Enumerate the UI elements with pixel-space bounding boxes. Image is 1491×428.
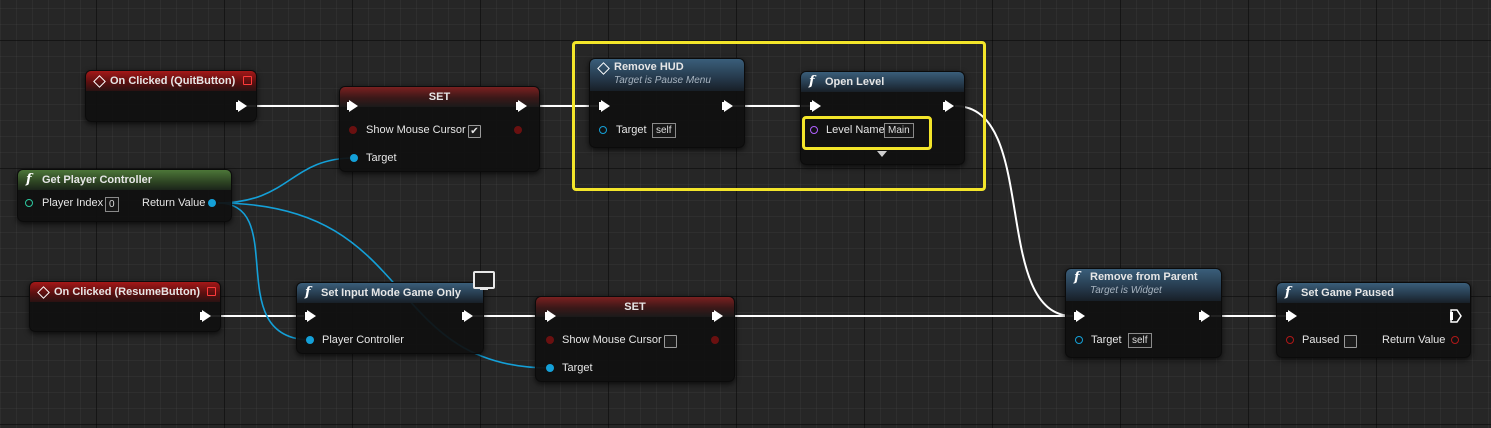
exec-output-pin[interactable] xyxy=(236,100,247,112)
exec-input-pin[interactable] xyxy=(810,100,821,112)
show-mouse-cursor-input-pin[interactable] xyxy=(349,126,357,134)
target-input-pin[interactable] xyxy=(599,126,607,134)
player-index-label: Player Index xyxy=(42,197,104,209)
exec-input-pin[interactable] xyxy=(599,100,610,112)
target-input-pin[interactable] xyxy=(1075,336,1083,344)
return-value-output-pin[interactable] xyxy=(208,199,216,207)
player-index-value[interactable]: 0 xyxy=(105,197,119,212)
player-index-input-pin[interactable] xyxy=(25,199,33,207)
set-show-mouse-cursor-node-1[interactable]: SET xyxy=(339,86,540,172)
event-diamond-icon xyxy=(597,62,610,75)
show-mouse-cursor-output-pin[interactable] xyxy=(711,336,719,344)
node-header: f Set Game Paused xyxy=(1277,283,1470,303)
player-controller-input-pin[interactable] xyxy=(306,336,314,344)
node-title: Get Player Controller xyxy=(42,174,153,186)
exec-output-pin[interactable] xyxy=(462,310,473,322)
show-mouse-cursor-label: Show Mouse Cursor xyxy=(366,124,466,136)
target-input-pin[interactable] xyxy=(546,364,554,372)
node-header: On Clicked (QuitButton) xyxy=(86,71,256,91)
client-only-monitor-icon xyxy=(473,271,495,290)
node-header: On Clicked (ResumeButton) xyxy=(30,282,220,302)
show-mouse-cursor-checkbox[interactable]: ✔ xyxy=(468,125,481,138)
node-title: On Clicked (QuitButton) xyxy=(110,75,236,87)
on-clicked-quit-event-node[interactable]: On Clicked (QuitButton) xyxy=(85,70,257,122)
node-subtitle: Target is Widget xyxy=(1090,285,1162,296)
get-player-controller-node[interactable]: f Get Player Controller xyxy=(17,169,232,222)
target-label: Target xyxy=(1091,334,1122,346)
show-mouse-cursor-checkbox[interactable] xyxy=(664,335,677,348)
node-header: SET xyxy=(340,87,539,107)
node-title: Open Level xyxy=(825,76,885,88)
event-delegate-icon[interactable] xyxy=(207,287,216,296)
return-value-output-pin[interactable] xyxy=(1451,336,1459,344)
node-title: On Clicked (ResumeButton) xyxy=(54,286,201,298)
exec-output-pin[interactable] xyxy=(1199,310,1210,322)
event-diamond-icon xyxy=(37,286,50,299)
paused-input-pin[interactable] xyxy=(1286,336,1294,344)
node-header: SET xyxy=(536,297,734,317)
target-label: Target xyxy=(562,362,593,374)
paused-label: Paused xyxy=(1302,334,1340,346)
exec-output-pin[interactable] xyxy=(200,310,211,322)
exec-input-pin[interactable] xyxy=(305,310,316,322)
exec-output-pin[interactable] xyxy=(722,100,733,112)
show-mouse-cursor-label: Show Mouse Cursor xyxy=(562,334,662,346)
node-title: Remove from Parent xyxy=(1090,271,1198,283)
node-header: f Set Input Mode Game Only xyxy=(297,283,483,303)
player-controller-label: Player Controller xyxy=(322,334,404,346)
node-title: Set Game Paused xyxy=(1301,287,1394,299)
function-icon: f xyxy=(1285,285,1291,300)
target-label: Target xyxy=(366,152,397,164)
node-header: f Remove from Parent Target is Widget xyxy=(1066,269,1221,301)
function-icon: f xyxy=(809,74,815,89)
target-label: Target xyxy=(616,124,647,136)
node-header: f Get Player Controller xyxy=(18,170,231,190)
node-subtitle: Target is Pause Menu xyxy=(614,75,711,86)
level-name-value[interactable]: Main xyxy=(884,123,914,138)
node-header: f Open Level xyxy=(801,72,964,92)
exec-wire-open-level-to-remove-from-parent[interactable] xyxy=(954,105,1074,317)
exec-input-pin[interactable] xyxy=(1074,310,1085,322)
exec-input-pin[interactable] xyxy=(1286,310,1297,322)
object-wire-to-set-target[interactable] xyxy=(217,157,355,204)
exec-output-pin[interactable] xyxy=(516,100,527,112)
paused-checkbox[interactable] xyxy=(1344,335,1357,348)
exec-input-pin[interactable] xyxy=(545,310,556,322)
function-icon: f xyxy=(305,285,311,300)
exec-output-pin[interactable] xyxy=(1450,309,1462,323)
level-name-label: Level Name xyxy=(826,124,885,136)
show-mouse-cursor-output-pin[interactable] xyxy=(514,126,522,134)
node-header: Remove HUD Target is Pause Menu xyxy=(590,59,744,91)
target-value[interactable]: self xyxy=(1128,333,1152,348)
exec-output-pin[interactable] xyxy=(943,100,954,112)
target-value[interactable]: self xyxy=(652,123,676,138)
event-diamond-icon xyxy=(93,75,106,88)
return-value-label: Return Value xyxy=(142,197,206,209)
function-icon: f xyxy=(1074,270,1080,285)
exec-input-pin[interactable] xyxy=(347,100,358,112)
node-title: SET xyxy=(428,91,451,103)
node-title: Set Input Mode Game Only xyxy=(321,287,461,299)
exec-output-hollow-icon xyxy=(1450,309,1462,323)
exec-output-pin[interactable] xyxy=(712,310,723,322)
set-game-paused-node[interactable]: f Set Game Paused xyxy=(1276,282,1471,358)
function-icon: f xyxy=(26,172,32,187)
node-title: SET xyxy=(624,301,646,313)
target-input-pin[interactable] xyxy=(350,154,358,162)
return-value-label: Return Value xyxy=(1382,334,1446,346)
set-show-mouse-cursor-node-2[interactable]: SET xyxy=(535,296,735,382)
node-title: Remove HUD xyxy=(614,61,684,73)
event-delegate-icon[interactable] xyxy=(243,76,252,85)
on-clicked-resume-event-node[interactable]: On Clicked (ResumeButton) xyxy=(29,281,221,332)
level-name-input-pin[interactable] xyxy=(810,126,818,134)
expand-arrow-icon[interactable] xyxy=(877,151,887,157)
show-mouse-cursor-input-pin[interactable] xyxy=(546,336,554,344)
